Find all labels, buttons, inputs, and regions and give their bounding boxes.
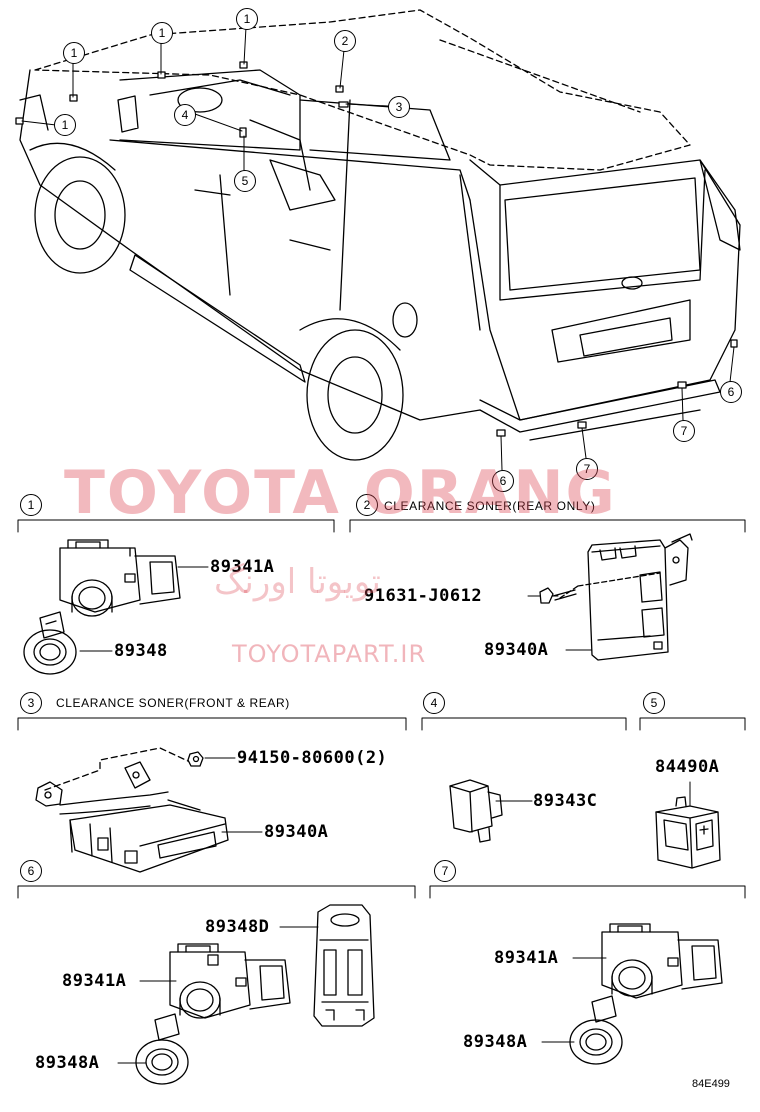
callout-7-rear-right: 7 bbox=[673, 420, 695, 442]
section-7-number: 7 bbox=[434, 860, 456, 882]
section-3-number: 3 bbox=[20, 692, 42, 714]
section-6-number: 6 bbox=[20, 860, 42, 882]
part-label-89348-s1: 89348 bbox=[114, 641, 168, 661]
part-label-91631-s2: 91631-J0612 bbox=[364, 586, 483, 606]
section-1-number: 1 bbox=[20, 494, 42, 516]
callout-7-rear-center: 7 bbox=[576, 458, 598, 480]
section-5-number: 5 bbox=[643, 692, 665, 714]
ecu-89340a-s2 bbox=[559, 533, 693, 661]
part-label-89340a-s3: 89340A bbox=[264, 822, 329, 842]
part-label-89341a-s6: 89341A bbox=[62, 971, 127, 991]
sensor-89341a-s6 bbox=[169, 943, 291, 1019]
section-2-number: 2 bbox=[356, 494, 378, 516]
ecu-89340a-s3 bbox=[35, 747, 229, 873]
callout-6-rear-right: 6 bbox=[720, 381, 742, 403]
callout-3: 3 bbox=[388, 96, 410, 118]
bolt-91631-s2 bbox=[539, 587, 577, 604]
vehicle-drawing bbox=[19, 9, 741, 461]
part-label-89348a-s6: 89348A bbox=[35, 1053, 100, 1073]
section-2-title: CLEARANCE SONER(REAR ONLY) bbox=[384, 499, 596, 513]
switch-84490a-s5 bbox=[655, 796, 721, 869]
retainer-89348a-s6 bbox=[135, 1013, 189, 1085]
retainer-89348a-s7 bbox=[569, 995, 623, 1065]
callout-1-roof-top: 1 bbox=[236, 8, 258, 30]
retainer-89348-s1 bbox=[23, 611, 77, 675]
holder-89348d-s6 bbox=[313, 904, 375, 1027]
section-4-number: 4 bbox=[423, 692, 445, 714]
watermark-brand-persian: تویوتا اورنگ bbox=[214, 562, 381, 602]
watermark-brand: TOYOTA ORANG bbox=[64, 458, 617, 528]
part-label-89340a-s2: 89340A bbox=[484, 640, 549, 660]
callout-6-rear-left: 6 bbox=[492, 470, 514, 492]
part-label-89348a-s7: 89348A bbox=[463, 1032, 528, 1052]
figure-code: 84E499 bbox=[692, 1078, 730, 1090]
part-label-84490a-s5: 84490A bbox=[655, 757, 720, 777]
nut-94150-s3 bbox=[187, 751, 204, 767]
watermark-url: TOYOTAPART.IR bbox=[232, 640, 427, 668]
callout-5: 5 bbox=[234, 170, 256, 192]
sensor-89341a-s1 bbox=[59, 539, 181, 617]
callout-1-front: 1 bbox=[54, 114, 76, 136]
part-label-89341a-s1: 89341A bbox=[210, 557, 275, 577]
callout-2: 2 bbox=[334, 30, 356, 52]
switch-89343c-s4 bbox=[449, 779, 503, 843]
part-label-94150-s3: 94150-80600(2) bbox=[237, 748, 388, 768]
part-label-89341a-s7: 89341A bbox=[494, 948, 559, 968]
sensor-89341a-s7 bbox=[601, 923, 723, 999]
part-label-89343c-s4: 89343C bbox=[533, 791, 598, 811]
part-label-89348d-s6: 89348D bbox=[205, 917, 270, 937]
callout-4: 4 bbox=[174, 104, 196, 126]
callout-1-roof-mid: 1 bbox=[151, 22, 173, 44]
section-3-title: CLEARANCE SONER(FRONT & REAR) bbox=[56, 696, 290, 710]
callout-1-roof-left: 1 bbox=[63, 42, 85, 64]
